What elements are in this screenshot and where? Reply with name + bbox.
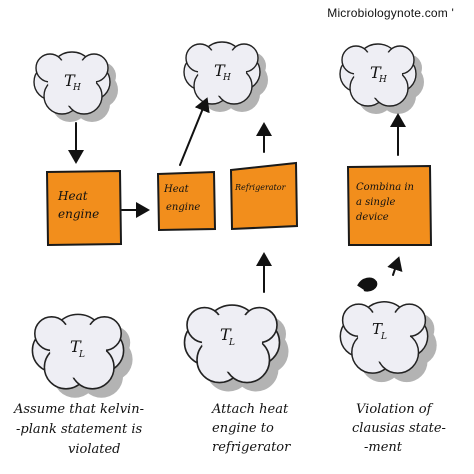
combined-line-2: a single (356, 197, 396, 208)
ink-scribble (357, 277, 378, 292)
hot-reservoir-2-label: T (214, 61, 226, 80)
hot-reservoir-3-label: T (370, 63, 382, 82)
refrigerator-label: Refrigerator (234, 183, 287, 192)
watermark-text: Microbiologynote.com ' (327, 6, 454, 20)
caption-2-line-3: refrigerator (212, 440, 291, 455)
heat-engine-box-2: Heat engine (156, 170, 217, 232)
caption-1: Assume that kelvin- -plank statement is … (13, 402, 144, 457)
hot-reservoir-2: T H (183, 41, 268, 112)
cold-reservoir-1: T L (31, 313, 133, 398)
caption-3-line-1: Violation of (356, 402, 434, 417)
combined-device-box: Combina in a single device (346, 164, 433, 246)
arrow-engine-to-hot-2 (179, 97, 210, 166)
heat-engine-box-1: Heat engine (45, 169, 123, 247)
cold-reservoir-1-label: T (70, 337, 82, 356)
caption-2: Attach heat engine to refrigerator (211, 402, 291, 455)
hot-reservoir-1: T H (33, 51, 118, 122)
arrow-cold-to-device (387, 256, 403, 276)
caption-1-line-2: -plank statement is (16, 422, 142, 437)
cold-reservoir-3: T L (339, 301, 437, 383)
hot-reservoir-3-sub: H (378, 75, 387, 85)
heat-engine-1-line-1: Heat (57, 189, 88, 203)
refrigerator-box: Refrigerator (229, 161, 299, 231)
caption-1-line-3: violated (68, 442, 120, 457)
heat-engine-2-line-1: Heat (163, 184, 190, 195)
combined-line-3: device (356, 212, 389, 223)
heat-engine-1-line-2: engine (58, 207, 99, 221)
caption-2-line-2: engine to (212, 421, 274, 436)
hot-reservoir-1-sub: H (72, 83, 81, 93)
hot-reservoir-1-label: T (64, 71, 76, 90)
hot-reservoir-2-sub: H (222, 73, 231, 83)
caption-3-line-2: clausias state- (352, 421, 446, 436)
caption-3-line-3: -ment (364, 440, 403, 455)
cold-reservoir-2-label: T (220, 325, 232, 344)
combined-line-1: Combina in (356, 182, 414, 193)
cold-reservoir-3-sub: L (380, 332, 387, 342)
cold-reservoir-2-sub: L (228, 338, 235, 348)
caption-2-line-1: Attach heat (211, 402, 289, 417)
caption-1-line-1: Assume that kelvin- (13, 402, 144, 417)
cold-reservoir-3-label: T (372, 320, 383, 338)
heat-engine-2-line-2: engine (166, 202, 200, 213)
caption-3: Violation of clausias state- -ment (352, 402, 446, 455)
cold-reservoir-2: T L (183, 304, 289, 392)
hot-reservoir-3: T H (339, 43, 424, 114)
cold-reservoir-1-sub: L (78, 350, 85, 360)
